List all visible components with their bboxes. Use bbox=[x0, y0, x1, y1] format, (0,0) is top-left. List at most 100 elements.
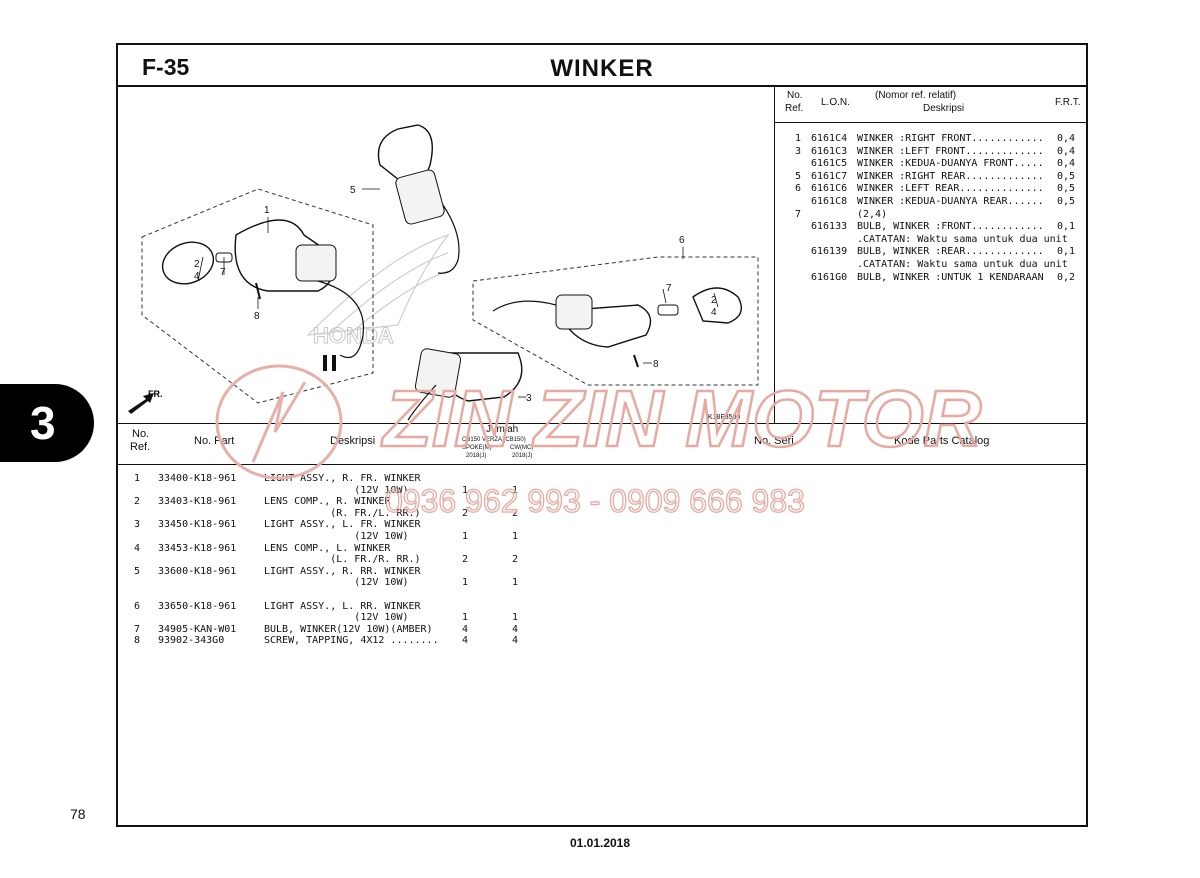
part-desc: BULB, WINKER(12V 10W)(AMBER) bbox=[264, 623, 433, 635]
part-desc: LIGHT ASSY., R. FR. WINKER bbox=[264, 473, 421, 484]
lon-code: 6161C7 bbox=[811, 170, 848, 182]
parts-header-model-1b: SPOKE(M) bbox=[462, 445, 492, 451]
callout-6: 6 bbox=[679, 235, 685, 246]
lon-ref bbox=[785, 234, 811, 247]
callout-numbers: 1 2 4 7 8 5 6 7 2 4 8 3 bbox=[194, 185, 717, 404]
footer-date: 01.01.2018 bbox=[569, 836, 631, 850]
lens-comp-right bbox=[692, 287, 742, 324]
part-q2 bbox=[512, 496, 532, 508]
part-ref: 2 bbox=[134, 496, 141, 508]
part-ref bbox=[134, 577, 158, 589]
lon-ref bbox=[785, 158, 811, 171]
part-part: 33453-K18-961 bbox=[158, 542, 237, 554]
part-desc: LENS COMP., L. WINKER bbox=[264, 542, 391, 554]
parts-header-no-seri: No. Seri bbox=[754, 435, 794, 447]
part-q1 bbox=[462, 543, 512, 555]
part-ref bbox=[134, 612, 158, 624]
part-ref: 8 bbox=[134, 635, 141, 647]
part-ref: 1 bbox=[134, 473, 141, 484]
part-desc: LENS COMP., R. WINKER bbox=[264, 496, 391, 508]
part-desc bbox=[264, 589, 462, 601]
part-q1: 2 bbox=[462, 507, 469, 519]
lon-desc: BULB, WINKER :UNTUK 1 KENDARAAN bbox=[857, 271, 1044, 283]
part-q2: 4 bbox=[512, 623, 519, 635]
part-part bbox=[158, 531, 264, 543]
part-desc: LIGHT ASSY., R. RR. WINKER bbox=[264, 565, 421, 577]
lon-desc: WINKER :KEDUA-DUANYA REAR...... bbox=[857, 195, 1044, 207]
lon-frt: 0,4 bbox=[1057, 133, 1076, 144]
lon-code: 6161C3 bbox=[811, 145, 848, 157]
lon-header-no: No. bbox=[787, 90, 803, 101]
part-q1 bbox=[462, 473, 512, 485]
callout-7-right: 7 bbox=[666, 283, 672, 294]
part-part: 33450-K18-961 bbox=[158, 519, 237, 531]
part-q2 bbox=[512, 589, 532, 601]
part-q1 bbox=[462, 496, 512, 508]
part-ref: 5 bbox=[134, 565, 141, 577]
part-part bbox=[158, 589, 264, 601]
part-desc: (12V 10W) bbox=[264, 484, 409, 496]
lon-frt: 0,1 bbox=[1057, 221, 1076, 233]
lon-frt: 0,5 bbox=[1057, 195, 1076, 207]
part-q2: 2 bbox=[512, 554, 519, 566]
lon-header-lon: L.O.N. bbox=[821, 97, 850, 108]
lon-desc: WINKER :KEDUA-DUANYA FRONT..... bbox=[857, 158, 1044, 170]
part-q1 bbox=[462, 519, 512, 531]
lon-frt bbox=[1057, 259, 1077, 272]
callout-8-right: 8 bbox=[653, 359, 659, 370]
honda-logo: HONDA bbox=[306, 233, 450, 349]
table-row bbox=[134, 589, 532, 601]
part-q2: 1 bbox=[512, 484, 519, 496]
section-tab-number: 3 bbox=[30, 397, 56, 449]
lon-code: 6161C4 bbox=[811, 133, 848, 144]
part-desc: (L. FR./R. RR.) bbox=[264, 554, 421, 566]
part-ref bbox=[134, 531, 158, 543]
part-q2 bbox=[512, 601, 532, 613]
part-q1: 4 bbox=[462, 623, 469, 635]
parts-header-kode: Kode Parts Catalog bbox=[894, 435, 990, 447]
lon-header-ref: Ref. bbox=[785, 103, 804, 114]
winker-body bbox=[295, 244, 337, 282]
section-code: F-35 bbox=[142, 54, 190, 80]
lon-desc: BULB, WINKER :REAR............. bbox=[857, 246, 1044, 258]
fr-label: FR. bbox=[148, 389, 163, 399]
group-outline-left bbox=[141, 188, 374, 404]
lon-ref: 6 bbox=[794, 183, 802, 195]
wire-bottom bbox=[407, 384, 437, 421]
wire-right bbox=[492, 300, 557, 312]
part-ref: 6 bbox=[134, 600, 141, 612]
callout-4: 4 bbox=[194, 271, 200, 282]
lon-desc: WINKER :LEFT FRONT............. bbox=[857, 145, 1044, 157]
lon-ref bbox=[785, 196, 811, 209]
lon-frt: 0,2 bbox=[1057, 271, 1076, 283]
part-desc: (12V 10W) bbox=[264, 612, 409, 624]
part-part: 33650-K18-961 bbox=[158, 600, 237, 612]
part-ref bbox=[134, 485, 158, 497]
callout-1: 1 bbox=[264, 205, 270, 216]
parts-header-model-1c: 2018(J) bbox=[466, 453, 487, 459]
part-part bbox=[158, 612, 264, 624]
lon-frt bbox=[1057, 234, 1077, 247]
lon-desc: BULB, WINKER :FRONT............ bbox=[857, 221, 1044, 233]
front-direction-arrow-icon: FR. bbox=[128, 389, 163, 414]
column-divider bbox=[774, 85, 775, 423]
lon-code: 6161C5 bbox=[811, 158, 848, 170]
part-part: 93902-343G0 bbox=[158, 635, 225, 647]
parts-header-jumlah: Jumlah bbox=[486, 424, 519, 435]
part-q1 bbox=[462, 589, 512, 601]
callout-5: 5 bbox=[350, 185, 356, 196]
part-q2: 1 bbox=[512, 530, 519, 542]
